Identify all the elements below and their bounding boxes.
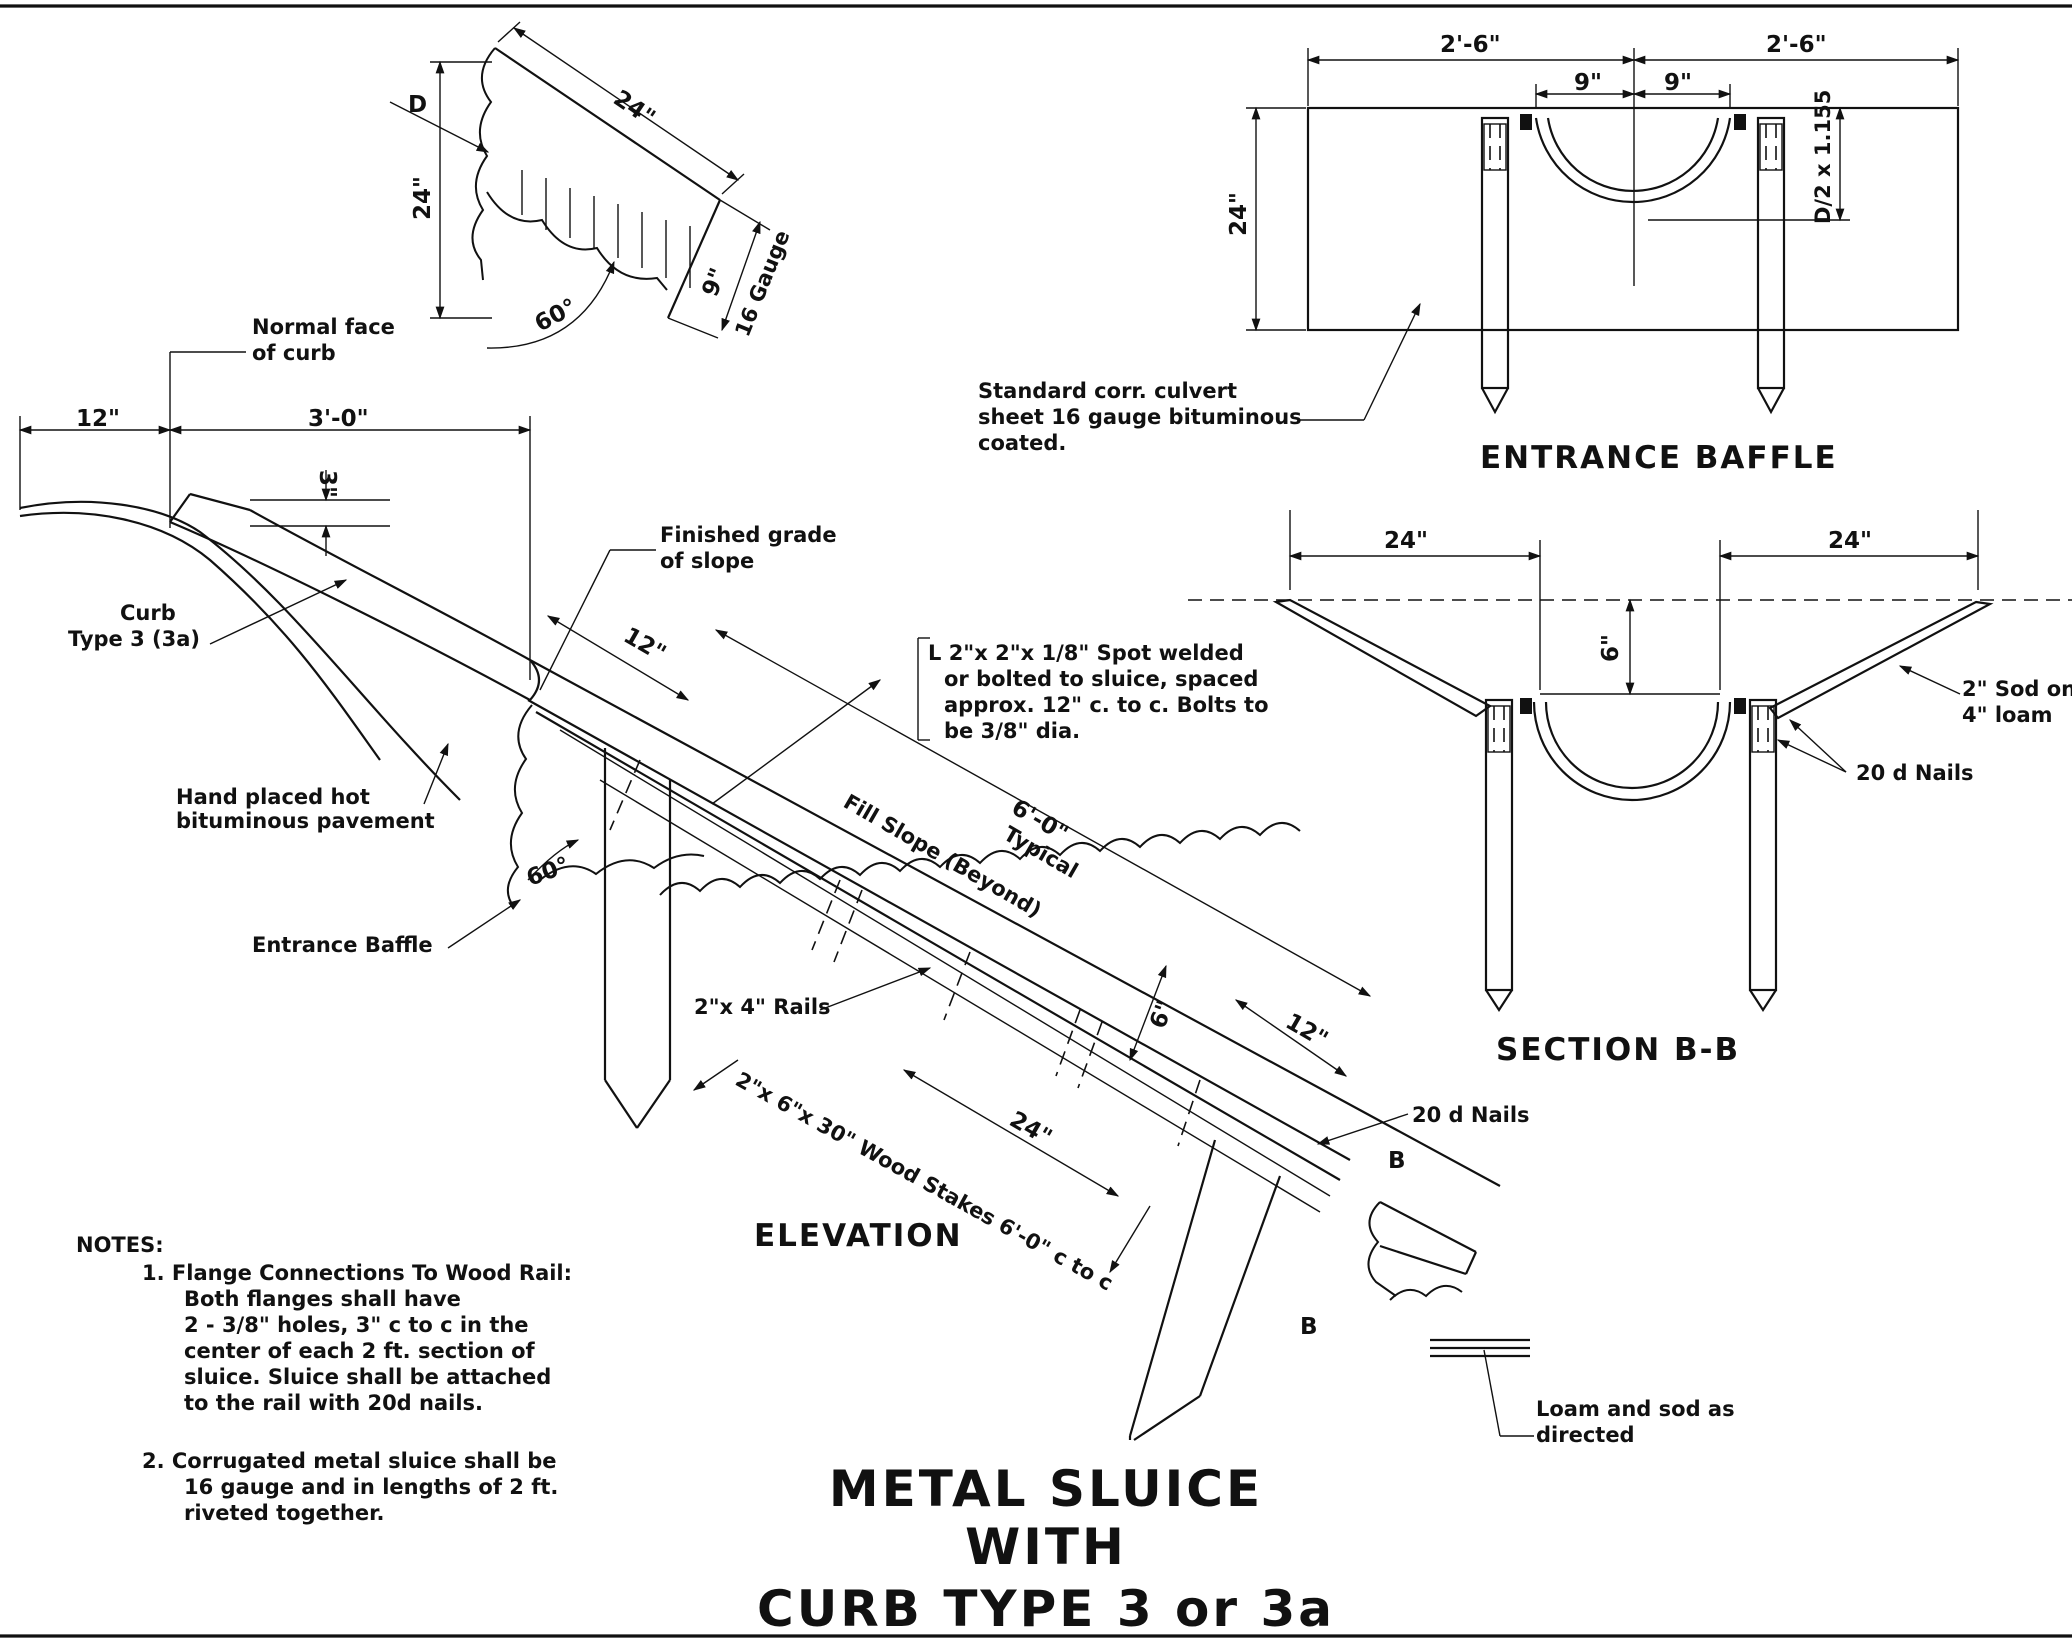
- section-left-24-dim: 24": [1384, 528, 1428, 554]
- loam-sod-label-2: directed: [1536, 1423, 1635, 1447]
- elevation-3ft-dim: 3'-0": [308, 406, 369, 432]
- sod-label-2: 4" loam: [1962, 703, 2053, 727]
- top-9-dim: 9": [697, 265, 732, 301]
- elevation-12-dim: 12": [76, 406, 120, 432]
- note-2-line-2: 16 gauge and in lengths of 2 ft.: [184, 1475, 558, 1499]
- elevation-3in-dim: 3": [314, 470, 340, 498]
- hand-placed-label-2: bituminous pavement: [176, 809, 435, 833]
- note-2-line-3: riveted together.: [184, 1501, 384, 1525]
- elevation-12c-dim: 12": [1281, 1009, 1332, 1054]
- finished-grade-label-1: Finished grade: [660, 523, 837, 547]
- section-mark-b-top: B: [1388, 1148, 1406, 1174]
- section-bb-view: [1188, 510, 2072, 1013]
- std-culvert-label-1: Standard corr. culvert: [978, 379, 1237, 403]
- section-right-24-dim: 24": [1828, 528, 1872, 554]
- angle-note-1: L 2"x 2"x 1/8" Spot welded: [928, 641, 1244, 665]
- finished-grade-label-2: of slope: [660, 549, 754, 573]
- d-symbol: D: [408, 92, 427, 118]
- note-1-line-4: center of each 2 ft. section of: [184, 1339, 536, 1363]
- elevation-12b-dim: 12": [619, 623, 670, 668]
- elevation-view: [18, 351, 1534, 1441]
- baffle-plate-detail: [389, 21, 771, 349]
- notes-heading: NOTES:: [76, 1233, 164, 1257]
- section-mark-b-bottom: B: [1300, 1314, 1318, 1340]
- angle-callout: [917, 637, 930, 741]
- std-culvert-label-3: coated.: [978, 431, 1066, 455]
- entrance-baffle-title: ENTRANCE BAFFLE: [1480, 440, 1838, 476]
- note-2-line-1: 2. Corrugated metal sluice shall be: [142, 1449, 557, 1473]
- angle-note-2: or bolted to sluice, spaced: [944, 667, 1258, 691]
- elevation-60-angle: 60°: [523, 852, 573, 891]
- sod-label-1: 2" Sod on: [1962, 677, 2072, 701]
- elevation-nails-label: 20 d Nails: [1412, 1103, 1530, 1127]
- note-1-line-3: 2 - 3/8" holes, 3" c to c in the: [184, 1313, 529, 1337]
- title-line-3: CURB TYPE 3 or 3a: [757, 1580, 1335, 1638]
- top-60-angle: 60°: [531, 294, 582, 337]
- entrance-baffle-view: [1246, 48, 1960, 421]
- baffle-d2-dim: D/2 x 1.155: [1811, 90, 1835, 224]
- hand-placed-label-1: Hand placed hot: [176, 785, 370, 809]
- note-1-line-5: sluice. Sluice shall be attached: [184, 1365, 551, 1389]
- baffle-left-2ft6-dim: 2'-6": [1440, 32, 1501, 58]
- note-1-line-1: 1. Flange Connections To Wood Rail:: [142, 1261, 572, 1285]
- baffle-right-9-dim: 9": [1664, 70, 1692, 96]
- curb-label-2: Type 3 (3a): [68, 627, 200, 651]
- stakes-label: 2"x 6"x 30" Wood Stakes 6'-0" c to c: [732, 1067, 1117, 1295]
- baffle-left-9-dim: 9": [1574, 70, 1602, 96]
- rails-label: 2"x 4" Rails: [694, 995, 831, 1019]
- loam-sod-label-1: Loam and sod as: [1536, 1397, 1735, 1421]
- top-24-vertical-dim: 24": [410, 176, 436, 220]
- note-1-line-6: to the rail with 20d nails.: [184, 1391, 483, 1415]
- angle-note-4: be 3/8" dia.: [944, 719, 1080, 743]
- baffle-right-2ft6-dim: 2'-6": [1766, 32, 1827, 58]
- normal-face-label-1: Normal face: [252, 315, 395, 339]
- elevation-6-dim: 6": [1145, 997, 1179, 1032]
- gauge-label: 16 Gauge: [730, 227, 794, 340]
- elevation-title: ELEVATION: [754, 1218, 963, 1254]
- top-24-slanted-dim: 24": [609, 85, 660, 131]
- section-6-dim: 6": [1598, 634, 1624, 662]
- section-nails-label: 20 d Nails: [1856, 761, 1974, 785]
- section-bb-title: SECTION B-B: [1496, 1032, 1740, 1068]
- curb-label-1: Curb: [120, 601, 176, 625]
- title-line-2: WITH: [965, 1518, 1127, 1576]
- baffle-24-height-dim: 24": [1226, 192, 1252, 236]
- title-line-1: METAL SLUICE: [829, 1460, 1263, 1518]
- note-1-line-2: Both flanges shall have: [184, 1287, 461, 1311]
- normal-face-label-2: of curb: [252, 341, 336, 365]
- angle-note-3: approx. 12" c. to c. Bolts to: [944, 693, 1269, 717]
- entrance-baffle-label: Entrance Baffle: [252, 933, 433, 957]
- std-culvert-label-2: sheet 16 gauge bituminous: [978, 405, 1302, 429]
